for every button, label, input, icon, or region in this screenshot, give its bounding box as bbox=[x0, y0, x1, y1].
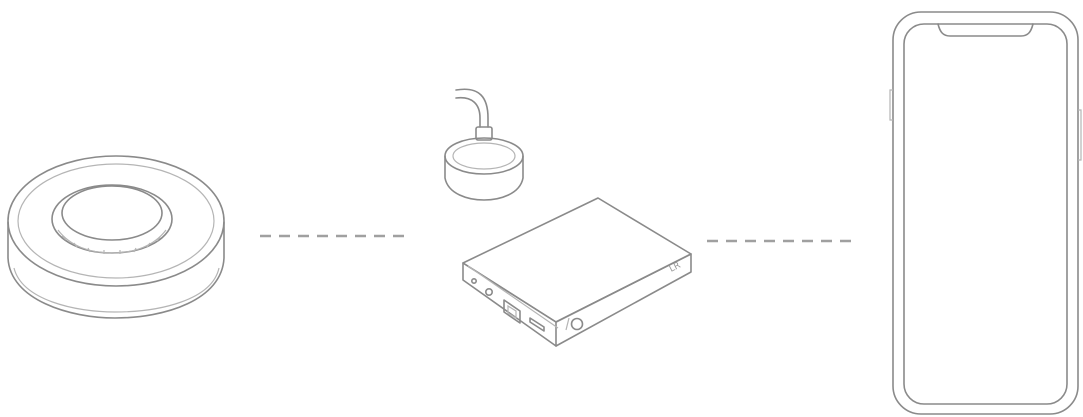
hub-box-icon: LR bbox=[462, 197, 692, 347]
wireless-charger-icon bbox=[444, 88, 524, 201]
smartphone-icon bbox=[889, 11, 1082, 415]
smart-remote-puck-icon bbox=[7, 155, 225, 319]
hub-device-label: LR bbox=[668, 261, 683, 275]
